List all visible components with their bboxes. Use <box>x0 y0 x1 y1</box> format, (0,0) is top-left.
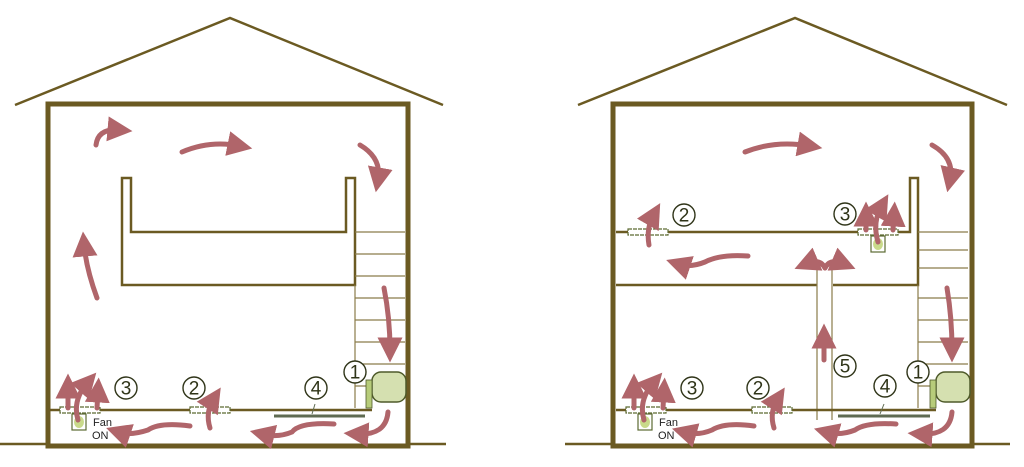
fan-label-left: Fan <box>93 417 112 429</box>
svg-text:4: 4 <box>880 377 891 398</box>
svg-text:3: 3 <box>121 379 132 400</box>
label-1-right: 1 <box>906 360 930 384</box>
svg-text:3: 3 <box>687 379 698 400</box>
svg-text:4: 4 <box>311 379 322 400</box>
svg-text:2: 2 <box>679 206 690 227</box>
svg-text:5: 5 <box>840 357 851 378</box>
roof-left <box>14 16 444 107</box>
svg-text:3: 3 <box>840 205 851 226</box>
label-2-right-upper: 2 <box>672 203 696 227</box>
svg-text:1: 1 <box>350 363 361 384</box>
fan-state-right: ON <box>658 430 675 442</box>
plate-pointer-right <box>879 403 885 415</box>
svg-text:2: 2 <box>753 379 764 400</box>
label-1-left: 1 <box>343 360 367 384</box>
svg-text:1: 1 <box>913 363 924 384</box>
vent-fan-right <box>625 406 667 414</box>
label-2-right-lower: 2 <box>746 376 770 400</box>
plate-pointer-left <box>311 403 316 415</box>
label-2-left: 2 <box>182 376 206 400</box>
house-right: 1 2 2 3 3 4 5 Fan ON <box>565 16 1010 449</box>
label-4-left: 4 <box>304 376 328 400</box>
svg-text:2: 2 <box>189 379 200 400</box>
vent-fan-left <box>59 406 101 414</box>
label-5-right: 5 <box>833 354 857 378</box>
airflow-arrows-right <box>621 131 965 448</box>
fan-label-right: Fan <box>659 417 678 429</box>
furnace-plenum-right <box>929 379 937 409</box>
roof-right <box>577 16 1008 107</box>
label-3-right-upper: 3 <box>833 202 857 226</box>
label-4-right: 4 <box>873 374 897 398</box>
walls-left <box>45 101 411 449</box>
furnace-right <box>935 371 971 403</box>
walls-right <box>610 101 975 449</box>
fan-state-left: ON <box>92 430 109 442</box>
airflow-arrows-left <box>55 116 403 450</box>
label-3-left: 3 <box>114 376 138 400</box>
house-left: 1 2 3 4 Fan ON <box>0 16 446 450</box>
label-3-right-lower: 3 <box>680 376 704 400</box>
furnace-left <box>371 371 407 403</box>
furnace-plenum-left <box>365 379 373 409</box>
loft-left <box>120 176 357 287</box>
